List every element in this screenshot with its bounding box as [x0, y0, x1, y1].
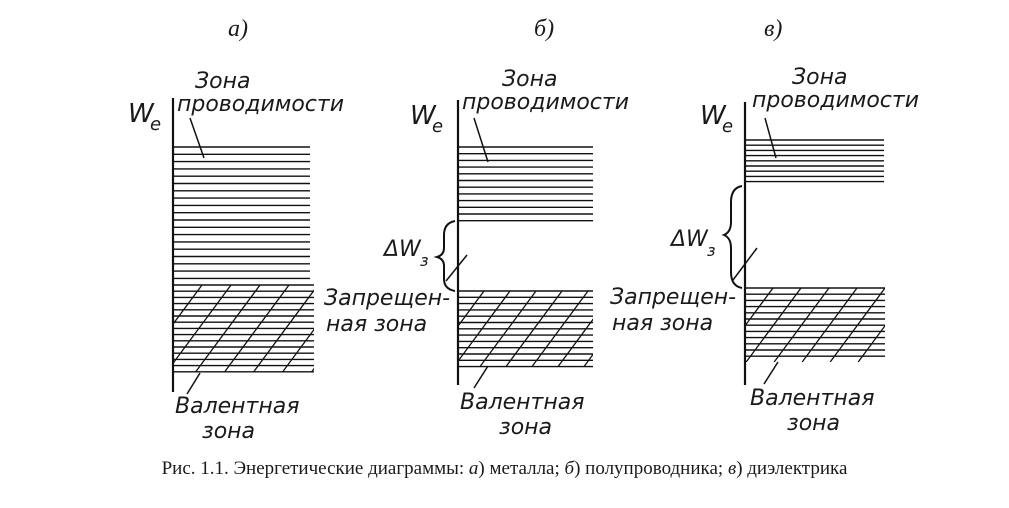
gap-leader-line [445, 254, 468, 282]
valence-label-line1: Валентная [175, 394, 299, 419]
valence-band-label: Валентная зона [175, 372, 299, 444]
valence-label-line1: Валентная [750, 386, 874, 411]
conduction-label-line1: Зона [502, 67, 557, 92]
valence-label-line2: зона [787, 411, 840, 436]
forbidden-label-line1: Запрещен- [324, 286, 450, 311]
panel-letter-a: а) [228, 16, 248, 42]
valence-leader-line [186, 372, 201, 395]
band-line [886, 288, 941, 362]
band-line [479, 291, 537, 367]
gap-symbol-sub: з [420, 251, 429, 270]
band-line [914, 288, 969, 362]
band-gap-marker: ΔW з [382, 220, 468, 292]
axis-label-sub: e [432, 116, 443, 137]
axis-label-w: W [128, 99, 155, 129]
band-line [745, 288, 802, 362]
conduction-band-label: Зона проводимости [177, 69, 344, 159]
caption-letter-c: в [727, 458, 737, 479]
conduction-band-label: Зона проводимости [462, 67, 629, 163]
gap-symbol: ΔW [669, 227, 709, 252]
band-line [282, 328, 314, 372]
valence-hatching [173, 285, 314, 372]
forbidden-zone-label: Запрещен- ная зона [324, 286, 450, 337]
valence-leader-line [763, 361, 779, 385]
conduction-band [458, 146, 593, 222]
caption-text-c: ) диэлектрика [736, 458, 848, 479]
gap-brace [433, 220, 456, 292]
valence-label-line2: зона [202, 419, 255, 444]
band-line [173, 285, 232, 365]
conduction-leader-line [189, 117, 205, 159]
axis-label-w: W [410, 101, 437, 131]
conduction-band [173, 146, 310, 280]
band-line [531, 291, 589, 367]
band-line [829, 288, 885, 362]
gap-brace [721, 185, 743, 289]
gap-symbol-sub: з [707, 241, 716, 260]
caption-letter-a: а [468, 458, 479, 479]
band-line [195, 285, 261, 372]
band-line [224, 285, 290, 372]
conduction-label-line1: Зона [195, 69, 250, 94]
band-line [557, 318, 593, 367]
band-gap-marker: ΔW з [669, 185, 758, 289]
conduction-leader-line [473, 117, 489, 163]
band-line [773, 288, 830, 362]
valence-label-line2: зона [499, 415, 552, 440]
band-line [458, 291, 485, 328]
panel-letter-c: в) [764, 16, 782, 42]
panel-a-axis: W e [128, 98, 175, 392]
forbidden-zone-label: Запрещен- ная зона [610, 285, 736, 336]
band-line [745, 288, 774, 327]
valence-band [173, 284, 314, 373]
axis-label-w: W [700, 101, 727, 131]
caption-text-b: ) полупроводника; [574, 458, 728, 479]
valence-leader-line [473, 365, 489, 389]
valence-label-line1: Валентная [460, 390, 584, 415]
panel-c: W e Зона проводимости ΔW з Запрещен- ная… [610, 65, 969, 436]
band-line [173, 285, 203, 326]
valence-hatching [745, 288, 969, 362]
band-line [253, 289, 314, 372]
axis-label-sub: e [150, 114, 161, 135]
caption-prefix: Рис. 1.1. Энергетические диаграммы: [161, 458, 469, 479]
gap-leader-line [732, 247, 758, 281]
figure-caption: Рис. 1.1. Энергетические диаграммы: а) м… [0, 458, 1009, 480]
valence-band-label: Валентная зона [460, 365, 584, 440]
conduction-label-line1: Зона [792, 65, 847, 90]
conduction-label-line2: проводимости [462, 90, 629, 115]
forbidden-label-line2: ная зона [326, 312, 427, 337]
conduction-band-label: Зона проводимости [752, 65, 919, 159]
valence-band [745, 287, 969, 362]
conduction-band [745, 139, 884, 183]
gap-symbol: ΔW [382, 237, 422, 262]
conduction-label-line2: проводимости [752, 88, 919, 113]
forbidden-label-line2: ная зона [612, 311, 713, 336]
band-line [857, 324, 885, 362]
band-line [173, 285, 174, 287]
panel-letter-b: б) [534, 16, 554, 42]
valence-band [458, 290, 593, 368]
band-line [458, 291, 511, 363]
panel-b: W e Зона проводимости ΔW з Запрещен- ная… [324, 67, 629, 440]
panel-a: W e Зона проводимости Валентная зона [128, 69, 344, 444]
caption-letter-b: б [564, 458, 575, 479]
forbidden-label-line1: Запрещен- [610, 285, 736, 310]
band-line [505, 291, 563, 367]
caption-text-a: ) металла; [478, 458, 565, 479]
valence-hatching [458, 291, 593, 367]
conduction-leader-line [764, 117, 777, 159]
axis-label-sub: e [722, 116, 733, 137]
valence-band-label: Валентная зона [750, 361, 874, 436]
conduction-label-line2: проводимости [177, 92, 344, 117]
band-line [801, 288, 858, 362]
